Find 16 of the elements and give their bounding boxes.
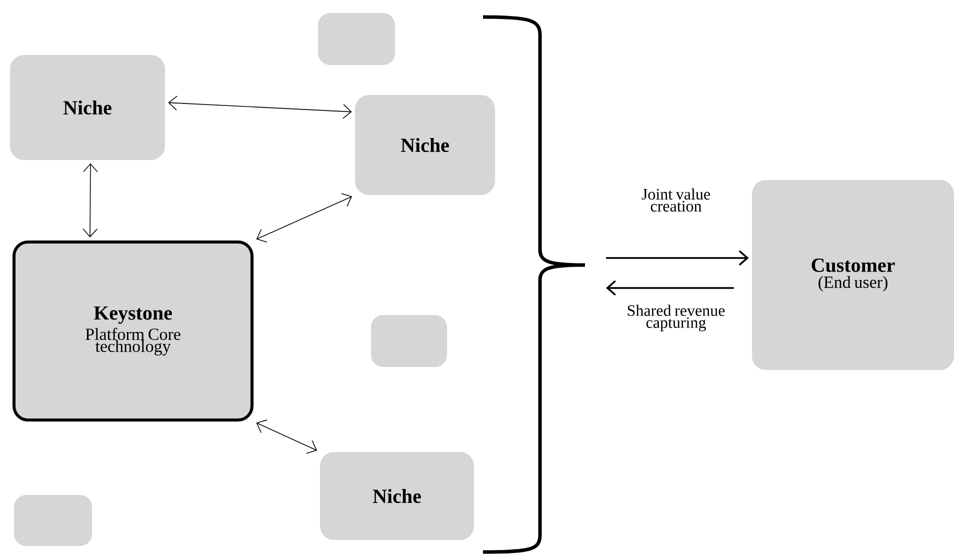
keystone-box: Keystone Platform Core technology — [12, 240, 254, 422]
niche-box: Niche — [355, 95, 495, 195]
empty-box — [371, 314, 447, 367]
niche-box: Niche — [10, 55, 165, 160]
empty-box — [318, 13, 395, 65]
arrow — [168, 96, 352, 119]
customer-box: Customer (End user) — [752, 180, 954, 370]
edge-label: Joint value creation — [642, 188, 710, 212]
arrow — [256, 420, 318, 454]
niche-box: Niche — [320, 452, 474, 540]
arrow — [256, 193, 352, 243]
edge-label: Shared revenue capturing — [628, 304, 725, 332]
arrow — [606, 250, 749, 266]
empty-box — [14, 494, 92, 546]
arrow — [606, 280, 734, 296]
arrow — [82, 163, 98, 238]
